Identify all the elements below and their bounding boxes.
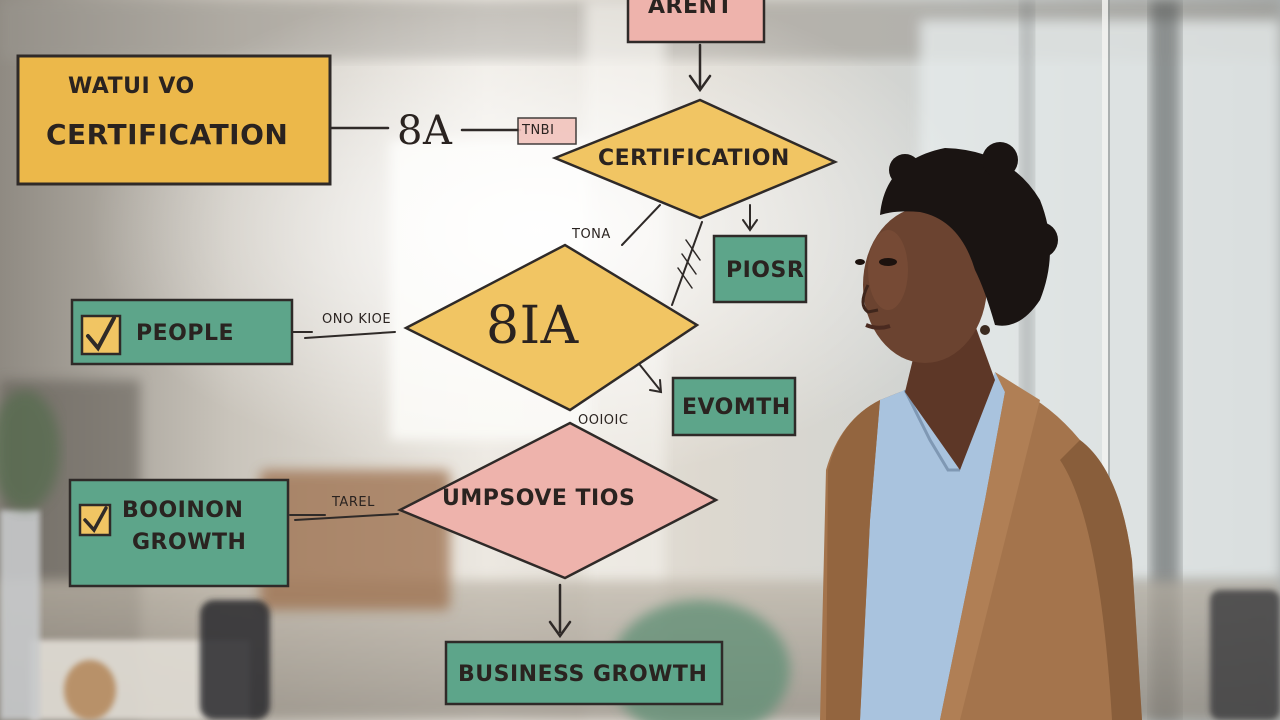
top-box-label: ARENT (648, 0, 733, 19)
shirt (860, 372, 1005, 720)
mouth (865, 323, 891, 330)
hair (880, 148, 1050, 326)
econ-label-line2: GROWTH (132, 530, 247, 555)
glass-edge (1102, 0, 1108, 720)
coffee-cup (64, 660, 116, 720)
check-icon-2 (83, 506, 108, 534)
growth-label: EVOMTH (682, 395, 791, 420)
chair-back (200, 600, 270, 720)
top-box (626, 0, 766, 44)
8a-diamond-label: 8IA (486, 296, 579, 356)
small-pink-tag (517, 117, 577, 145)
monitor (0, 510, 40, 720)
business-growth-label: BUSINESS GROWTH (458, 662, 708, 687)
right-chair (1210, 590, 1280, 720)
growth-box (671, 376, 797, 437)
check-icon (86, 316, 116, 352)
nose (861, 284, 879, 314)
improve-diamond-label: UMPSOVE TIOS (442, 486, 636, 511)
title-box-line2: CERTIFICATION (46, 118, 289, 151)
plant (0, 390, 60, 510)
certification-title-box (16, 54, 332, 186)
woman (820, 142, 1142, 720)
business-growth-box (444, 640, 724, 706)
tona-label: TONA (572, 227, 611, 242)
econ-link-label: TAREL (332, 495, 375, 510)
prosr-box (712, 234, 808, 304)
wooden-cabinet (260, 470, 450, 610)
lapel-left (826, 400, 880, 720)
econ-label-line1: BOOINON (122, 498, 244, 523)
ooioic-label: OOIOIC (578, 413, 629, 428)
improve-diamond (397, 421, 719, 580)
earring (980, 325, 990, 335)
prosr-label: PIOSR (726, 258, 805, 283)
8a-diamond (403, 243, 700, 412)
title-box-line1: WATUI VO (68, 74, 195, 99)
small-tag-label: TNBI (522, 123, 555, 138)
link-8a-label: 8A (397, 108, 453, 154)
flowchart (16, 0, 839, 706)
certification-diamond-label: CERTIFICATION (598, 146, 790, 171)
certification-diamond (551, 98, 839, 220)
people-label: PEOPLE (136, 321, 235, 346)
eye (879, 258, 897, 266)
people-link-label: ONO KIOE (322, 312, 392, 327)
lapel-right (940, 372, 1040, 720)
